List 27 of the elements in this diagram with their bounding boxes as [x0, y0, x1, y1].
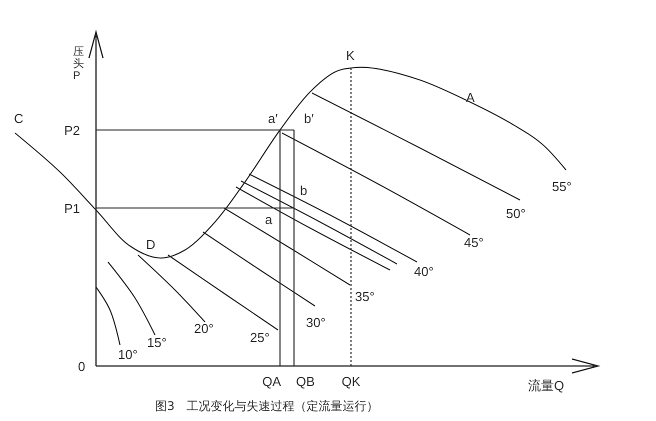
tick-label: 0	[78, 360, 86, 373]
angle-label: 55°	[552, 180, 572, 193]
point-label: a	[265, 213, 272, 226]
angle-label: 40°	[414, 265, 434, 278]
point-label: D	[146, 238, 156, 251]
point-label: K	[346, 49, 355, 62]
angle-label: 20°	[194, 322, 214, 335]
angle-label: 45°	[464, 236, 484, 249]
angle-label: 10°	[118, 348, 138, 361]
point-label: b	[300, 184, 308, 197]
angle-label: 35°	[355, 290, 375, 303]
tick-label: QA	[262, 375, 281, 388]
axis-label: 流量Q	[528, 379, 564, 392]
caption: 图3 工况变化与失速过程（定流量运行）	[155, 398, 379, 415]
tick-label: QB	[296, 375, 315, 388]
angle-label: 25°	[250, 331, 270, 344]
tick-label: QK	[342, 375, 360, 388]
tick-label: P2	[64, 124, 80, 137]
angle-label: 50°	[506, 207, 526, 220]
point-label: b′	[304, 112, 314, 125]
axis-label: 压头P	[73, 46, 84, 82]
curve-label: C	[14, 112, 24, 125]
angle-label: 15°	[147, 336, 167, 349]
tick-label: P1	[64, 202, 80, 215]
curve-label: A	[466, 91, 475, 104]
point-label: a′	[268, 112, 278, 125]
angle-label: 30°	[306, 316, 326, 329]
